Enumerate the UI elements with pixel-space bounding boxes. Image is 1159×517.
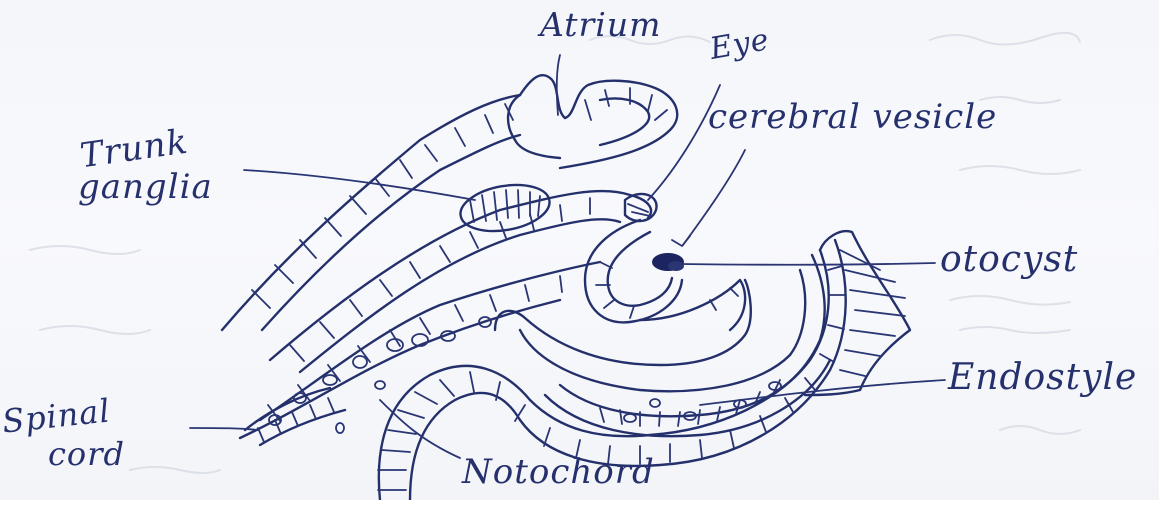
otocyst-spot (652, 253, 684, 271)
page-edge (0, 500, 1159, 517)
leader-spinal-cord (190, 428, 258, 430)
label-cerebral-vesicle: cerebral vesicle (708, 100, 997, 134)
label-atrium: Atrium (540, 8, 661, 41)
label-cord: cord (48, 438, 125, 470)
label-endostyle: Endostyle (948, 360, 1137, 396)
label-ganglia: ganglia (78, 170, 213, 204)
leader-otocyst (680, 263, 935, 265)
leader-trunk-ganglia (244, 170, 475, 200)
leader-notochord (380, 400, 460, 458)
leader-cerebral-vesicle (683, 150, 745, 245)
endostyle-structure (495, 255, 830, 436)
cerebral-vesicle-hook (585, 220, 745, 330)
label-notochord: Notochord (462, 455, 655, 489)
arrowhead-cerebral-vesicle (672, 236, 690, 246)
label-otocyst: otocyst (940, 242, 1078, 278)
